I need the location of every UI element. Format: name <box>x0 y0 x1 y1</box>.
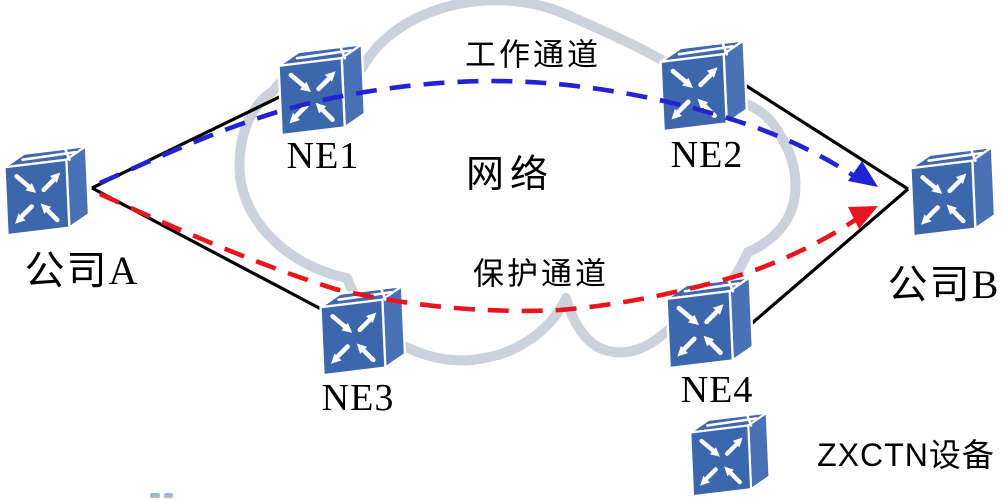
ne1-device-icon <box>279 44 365 135</box>
company-b-device-icon <box>911 147 995 236</box>
ne4-device-icon <box>667 277 753 368</box>
link-ne2-companyB <box>744 83 909 191</box>
link-companyA-ne1 <box>91 84 303 190</box>
ne3-label: NE3 <box>321 377 395 419</box>
legend-label: ZXCTN设备 <box>817 437 995 473</box>
ne1-label: NE1 <box>286 135 360 177</box>
working-channel-path <box>99 78 862 186</box>
link-ne4-companyB <box>748 187 910 327</box>
protection-channel-arrowhead <box>848 206 878 229</box>
company-a-device-icon <box>5 146 89 235</box>
network-cloud-label: 网络 <box>465 154 555 196</box>
cropped-text-artifact <box>150 493 160 498</box>
company-a-label: 公司A <box>24 248 140 293</box>
ne4-label: NE4 <box>680 369 754 411</box>
company-b-label: 公司B <box>887 262 1001 307</box>
ne2-device-icon <box>661 40 747 131</box>
working-channel-arrowhead <box>848 161 878 187</box>
protection-channel-label: 保护通道 <box>473 256 609 292</box>
working-channel-label: 工作通道 <box>465 37 601 73</box>
cropped-text-artifact <box>164 493 173 498</box>
ne2-label: NE2 <box>670 134 744 176</box>
protection-channel-path <box>99 191 860 314</box>
legend-device-icon <box>690 413 769 497</box>
